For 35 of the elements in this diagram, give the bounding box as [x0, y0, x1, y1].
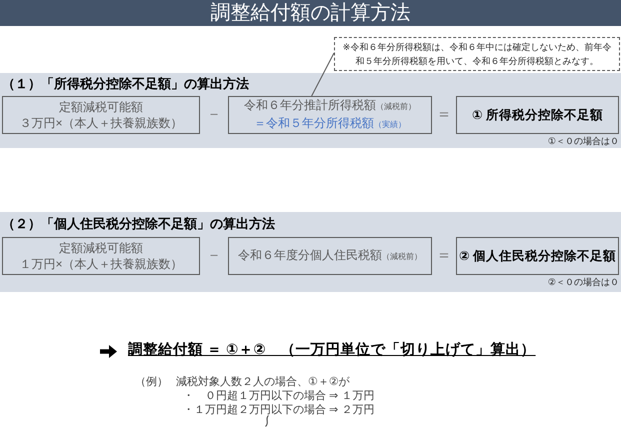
- title-bar: 調整給付額の計算方法: [0, 0, 621, 26]
- section-band: [0, 73, 621, 148]
- formula-box: [228, 96, 432, 134]
- underlined-heading: 調整給付額 ＝ ①＋② （一万円単位で「切り上げて」算出）: [128, 341, 536, 360]
- result-text: ① 所得税分控除不足額: [472, 107, 604, 123]
- dashed-note-box: [334, 37, 620, 71]
- annotation-text: （減税前）: [376, 102, 416, 111]
- section-band: [0, 212, 621, 292]
- formula-box: [2, 96, 200, 134]
- formula-box: [228, 237, 432, 275]
- example-text: ・１万円超２万円以下の場合 ⇒ ２万円: [183, 403, 374, 417]
- formula-text: 定額減税可能額: [59, 241, 143, 255]
- operator-sign: －: [206, 246, 222, 266]
- annotation-text: （減税前）: [382, 252, 422, 261]
- formula-text: 令和６年分推計所得税額: [244, 98, 376, 112]
- formula-box: [2, 237, 200, 275]
- section-heading: （１）「所得税分控除不足額」の算出方法: [2, 75, 249, 92]
- operator-sign: ＝: [436, 246, 452, 266]
- formula-text: ３万円×（本人＋扶養親族数）: [19, 116, 182, 130]
- formula-text: 定額減税可能額: [59, 100, 143, 114]
- result-text: ② 個人住民税分控除不足額: [458, 248, 616, 264]
- section-heading: （２）「個人住民税分控除不足額」の算出方法: [2, 215, 275, 232]
- example-text: （例）: [135, 375, 168, 389]
- condition-note: ②＜０の場合は０: [548, 276, 619, 288]
- formula-text: 令和６年度分個人住民税額: [238, 248, 382, 262]
- condition-note: ①＜０の場合は０: [548, 135, 619, 147]
- note-text: ※令和６年分所得税額は、令和６年中には確定しないため、前年令和５年分所得税額を用いて、令和６年分所得税額とみなす。: [342, 41, 612, 68]
- operator-sign: ＝: [436, 105, 452, 125]
- example-text: ・ ０円超１万円以下の場合 ⇒ １万円: [183, 389, 374, 403]
- formula-text: ＝令和５年分所得税額: [254, 116, 374, 130]
- example-text: 減税対象人数２人の場合、①＋②が: [176, 375, 350, 389]
- formula-text: １万円×（本人＋扶養親族数）: [19, 257, 182, 271]
- annotation-text: （実績）: [374, 120, 406, 129]
- operator-sign: －: [206, 105, 222, 125]
- leader-line: [311, 52, 334, 96]
